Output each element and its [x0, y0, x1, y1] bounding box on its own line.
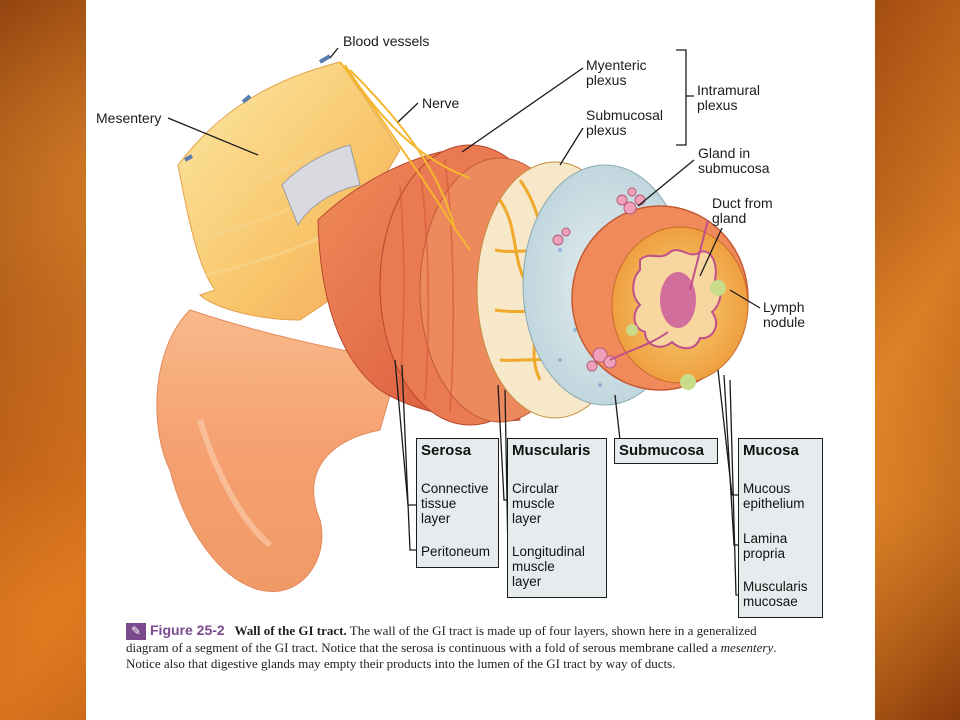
leader-duct: [699, 227, 723, 277]
leader-mucosa: [717, 369, 740, 496]
intramural-bracket: [676, 49, 694, 146]
figure-caption: Figure 25-2 Wall of the GI tract. The wa…: [126, 622, 786, 673]
figure-title: Wall of the GI tract.: [234, 623, 347, 638]
label-mesentery: Mesentery: [96, 110, 162, 126]
submucosa-gland: [552, 187, 646, 372]
muscle-striation: [399, 159, 455, 413]
label-blood-vessels: Blood vessels: [343, 33, 430, 49]
serosa-title: Serosa: [421, 442, 472, 459]
label-intramural-plexus: Intramural plexus: [697, 82, 761, 113]
label-submucosal-plexus: Submucosal plexus: [586, 107, 664, 138]
mucosa-box: Mucosa Mucous epithelium Lamina propria …: [738, 438, 823, 618]
leader-submucosal: [559, 127, 584, 166]
leader-myenteric: [461, 67, 584, 153]
pencil-icon: ✎: [126, 623, 146, 640]
lymph-nodule-3: [626, 324, 638, 336]
leader-lymph: [729, 289, 761, 309]
leader-blood-vessels: [329, 47, 339, 59]
serosa-item-peritoneum: Peritoneum: [421, 544, 491, 559]
leader-nerve: [397, 102, 419, 123]
mesentery-cut: [281, 144, 361, 227]
figure-number: Figure 25-2: [150, 622, 225, 638]
caption-em: mesentery: [720, 639, 774, 655]
mucosa-item-muscularis-mucosae: Muscularis mucosae: [743, 579, 808, 609]
label-duct-from-gland: Duct from gland: [712, 195, 773, 226]
caption-text-1: The wall of the GI tract is made up of f…: [126, 623, 757, 655]
muscularis-box: Muscularis Circular muscle layer Longitu…: [507, 438, 607, 598]
muscularis-title: Muscularis: [512, 442, 591, 459]
submucosa-box: Submucosa: [614, 438, 718, 464]
caption-text-2: . Notice also that digestive glands may …: [126, 639, 777, 672]
nerve-fibers: [339, 61, 471, 251]
muscularis-item-longitudinal: Longitudinal muscle layer: [512, 544, 585, 589]
mucosa-item-epithelium: Mucous epithelium: [743, 481, 805, 511]
submucosa-title: Submucosa: [619, 442, 705, 459]
lumen: [660, 272, 696, 328]
gland-duct-2: [689, 219, 709, 291]
mucosa-title: Mucosa: [743, 442, 799, 459]
serosa-item-connective: Connective tissue layer: [421, 481, 489, 526]
leader-mesentery: [167, 117, 259, 156]
submucosa-speckles: [558, 208, 657, 387]
gland-duct: [609, 331, 669, 361]
serosa-box: Serosa Connective tissue layer Peritoneu…: [416, 438, 499, 568]
leader-serosa-2: [401, 364, 418, 551]
label-nerve: Nerve: [422, 95, 460, 111]
leader-gland: [637, 159, 695, 207]
mucosa-item-lamina: Lamina propria: [743, 531, 788, 561]
muscularis-item-circular: Circular muscle layer: [512, 481, 559, 526]
label-gland-in-submucosa: Gland in submucosa: [698, 145, 770, 176]
leader-submucosa: [614, 394, 621, 441]
lymph-nodule-2: [680, 374, 696, 390]
lymph-nodule-1: [710, 280, 726, 296]
label-myenteric-plexus: Myenteric plexus: [586, 57, 647, 88]
blood-vessel-markers: [184, 54, 332, 162]
intestine-fold-highlight: [197, 419, 272, 548]
label-lymph-nodule: Lymph nodule: [763, 299, 806, 330]
